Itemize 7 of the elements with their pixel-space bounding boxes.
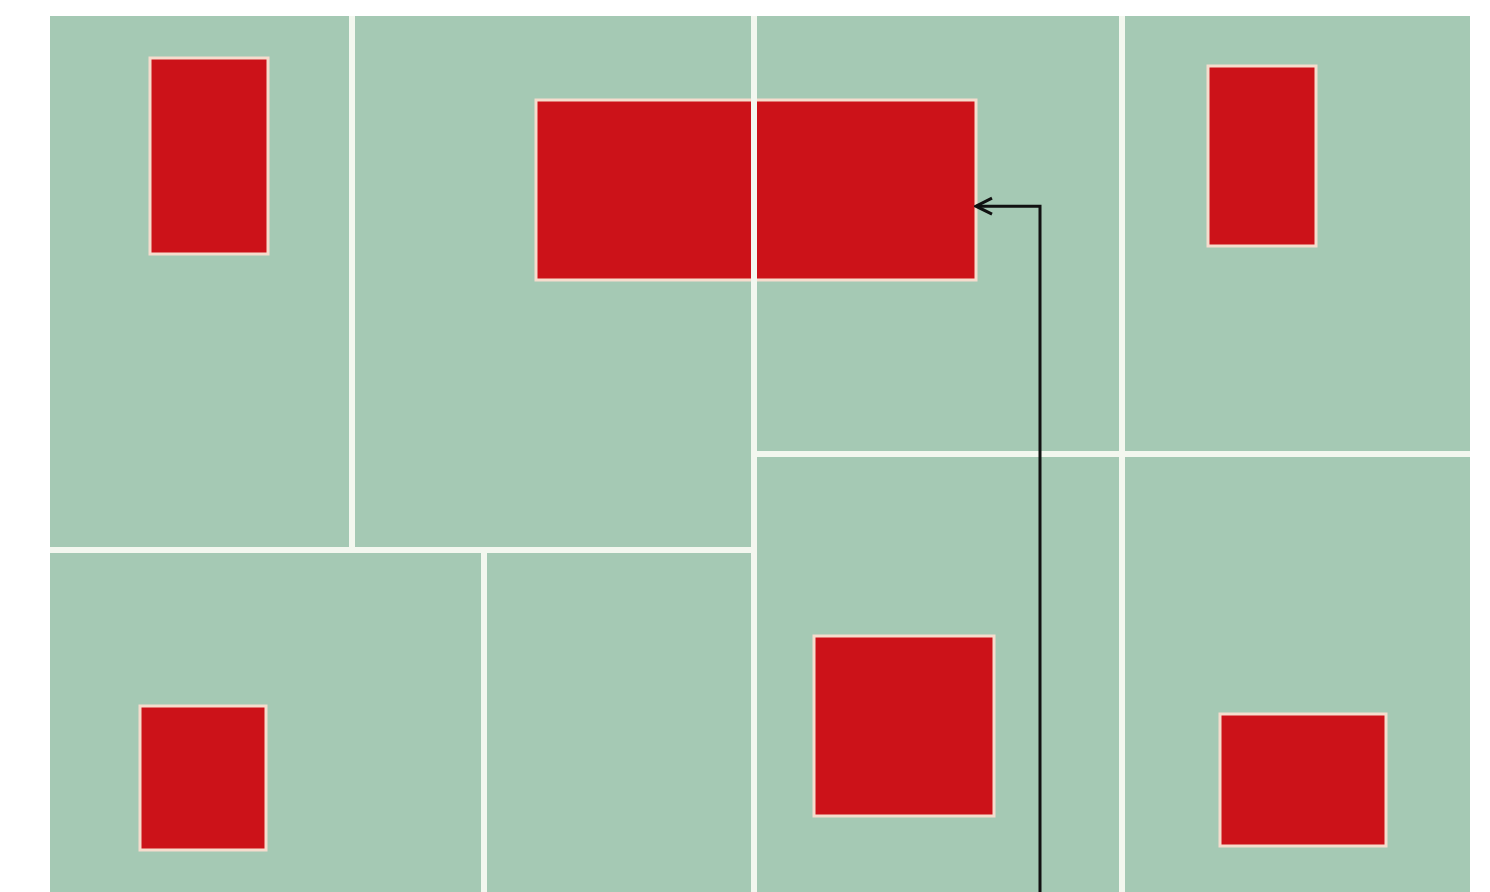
- highlighted-room: [148, 56, 270, 256]
- highlighted-room: [138, 704, 268, 852]
- highlighted-room: [812, 634, 996, 818]
- leader-arrow: [974, 196, 1042, 892]
- highlighted-room: [534, 98, 978, 282]
- highlighted-room: [1218, 712, 1388, 848]
- highlighted-room: [1206, 64, 1318, 248]
